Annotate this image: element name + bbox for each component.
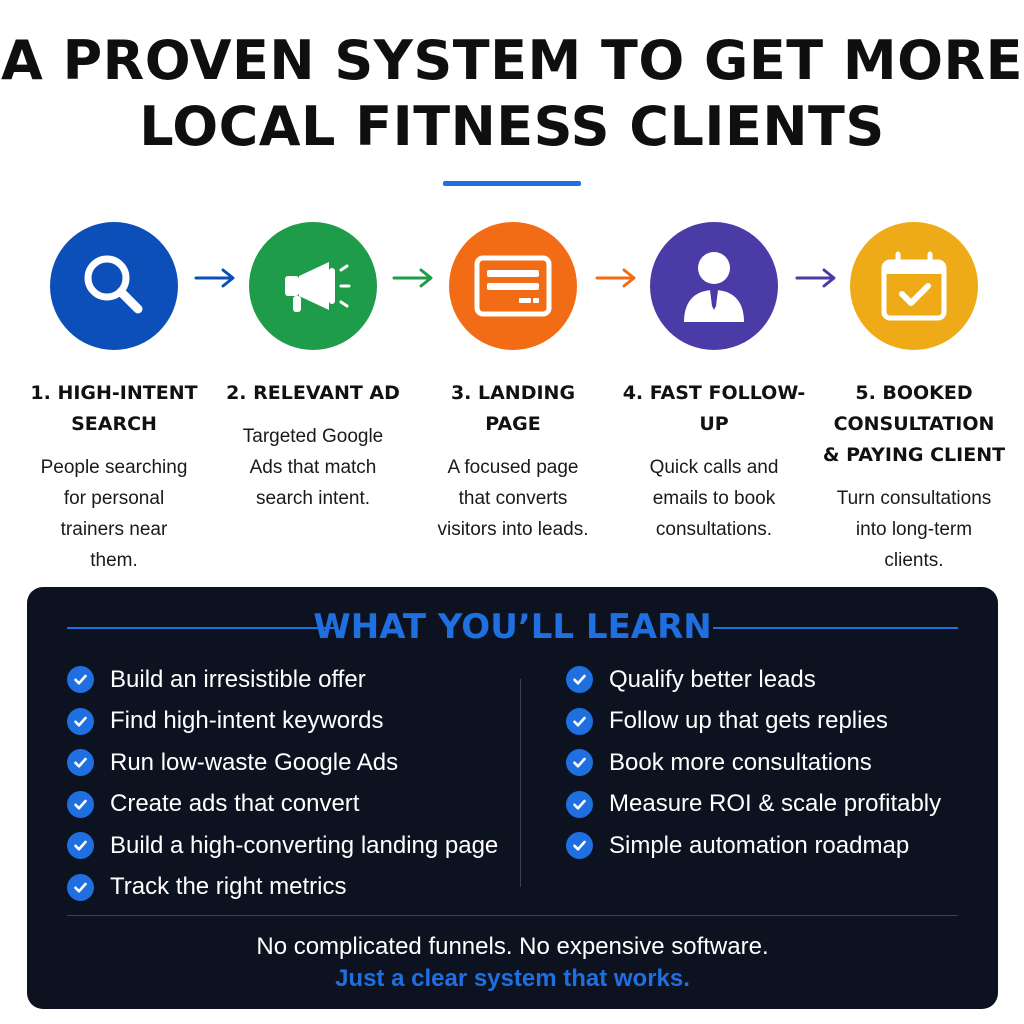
step-5-circle [850, 222, 978, 350]
learn-list-item: Find high-intent keywords [67, 701, 498, 743]
checkmark-circle-icon [67, 707, 94, 735]
learn-list-item: Build an irresistible offer [67, 659, 498, 701]
learn-list-item: Follow up that gets replies [566, 701, 941, 743]
step-2-title: 2. RELEVANT AD [226, 382, 400, 404]
learn-list-item: Run low-waste Google Ads [67, 742, 498, 784]
arrow-right-icon [595, 268, 636, 288]
checkmark-circle-icon [566, 790, 593, 818]
step-4-title: 4. FAST FOLLOW-UP [622, 382, 806, 435]
checkmark-circle-icon [566, 666, 593, 694]
learn-list-item-label: Build an irresistible offer [110, 665, 366, 693]
checkmark-circle-icon [67, 790, 94, 818]
step-3-description: A focused page that converts visitors in… [437, 457, 589, 540]
learn-panel: WHAT YOU’LL LEARN Build an irresistible … [27, 587, 998, 1009]
step-4: 4. FAST FOLLOW-UP Quick calls and emails… [622, 214, 806, 545]
learn-title: WHAT YOU’LL LEARN [313, 607, 712, 647]
learn-list-item: Book more consultations [566, 742, 941, 784]
learn-list-item-label: Follow up that gets replies [609, 707, 888, 735]
calendar-check-icon [881, 251, 947, 321]
learn-list-item-label: Build a high-converting landing page [110, 831, 499, 859]
step-2-description: Targeted Google Ads that match search in… [242, 426, 384, 509]
learn-list-item: Create ads that convert [67, 784, 498, 826]
checkmark-circle-icon [566, 832, 593, 860]
learn-list-item: Qualify better leads [566, 659, 941, 701]
title-line-1: A PROVEN SYSTEM TO GET MORE [0, 29, 1024, 92]
checkmark-circle-icon [67, 873, 94, 901]
step-5-title: 5. BOOKED CONSULTATION & PAYING CLIENT [822, 382, 1006, 466]
step-1: 1. HIGH-INTENT SEARCH People searching f… [22, 214, 206, 576]
title-line-2: LOCAL FITNESS CLIENTS [139, 95, 885, 158]
footer-line-1: No complicated funnels. No expensive sof… [256, 933, 769, 960]
arrow-right-icon [194, 268, 235, 288]
checkmark-circle-icon [566, 749, 593, 777]
footer-line-2: Just a clear system that works. [335, 965, 690, 992]
checkmark-circle-icon [67, 832, 94, 860]
checkmark-circle-icon [67, 666, 94, 694]
megaphone-icon [285, 262, 351, 312]
step-1-title: 1. HIGH-INTENT SEARCH [30, 382, 198, 435]
learn-list-item: Track the right metrics [67, 867, 498, 909]
step-2-circle [249, 222, 377, 350]
learn-list-item-label: Book more consultations [609, 748, 872, 776]
learn-list-item: Build a high-converting landing page [67, 825, 498, 867]
learn-list-item-label: Measure ROI & scale profitably [609, 790, 942, 818]
person-icon [684, 252, 744, 322]
step-5-description: Turn consultations into long-term client… [836, 488, 992, 571]
magnifying-glass-icon [84, 255, 143, 314]
step-4-description: Quick calls and emails to book consultat… [649, 457, 779, 540]
title-underline [443, 181, 581, 186]
learn-list-item-label: Create ads that convert [110, 790, 360, 818]
process-steps: 1. HIGH-INTENT SEARCH People searching f… [0, 214, 1024, 574]
learn-title-left-line [67, 627, 337, 629]
step-5: 5. BOOKED CONSULTATION & PAYING CLIENT T… [822, 214, 1006, 576]
checkmark-circle-icon [67, 749, 94, 777]
step-3: 3. LANDING PAGE A focused page that conv… [421, 214, 605, 545]
footer-divider [67, 915, 958, 916]
learn-list-item-label: Simple automation roadmap [609, 831, 910, 859]
step-3-title: 3. LANDING PAGE [450, 382, 576, 435]
arrow-right-icon [392, 268, 433, 288]
learn-list-item-label: Qualify better leads [609, 665, 816, 693]
learn-list-item-label: Run low-waste Google Ads [110, 748, 399, 776]
learn-list-item: Simple automation roadmap [566, 825, 941, 867]
checkmark-circle-icon [566, 707, 593, 735]
step-4-circle [650, 222, 778, 350]
step-1-description: People searching for personal trainers n… [40, 457, 188, 571]
column-divider [520, 679, 521, 887]
step-1-circle [50, 222, 178, 350]
learn-list-item: Measure ROI & scale profitably [566, 784, 941, 826]
landing-page-icon [474, 255, 552, 317]
learn-list-item-label: Find high-intent keywords [110, 707, 384, 735]
step-2: 2. RELEVANT AD Targeted Google Ads that … [221, 214, 405, 514]
learn-list-item-label: Track the right metrics [110, 873, 347, 901]
page-title: A PROVEN SYSTEM TO GET MORE LOCAL FITNES… [0, 28, 1024, 160]
learn-title-right-line [713, 627, 958, 629]
step-3-circle [449, 222, 577, 350]
arrow-right-icon [795, 268, 836, 288]
